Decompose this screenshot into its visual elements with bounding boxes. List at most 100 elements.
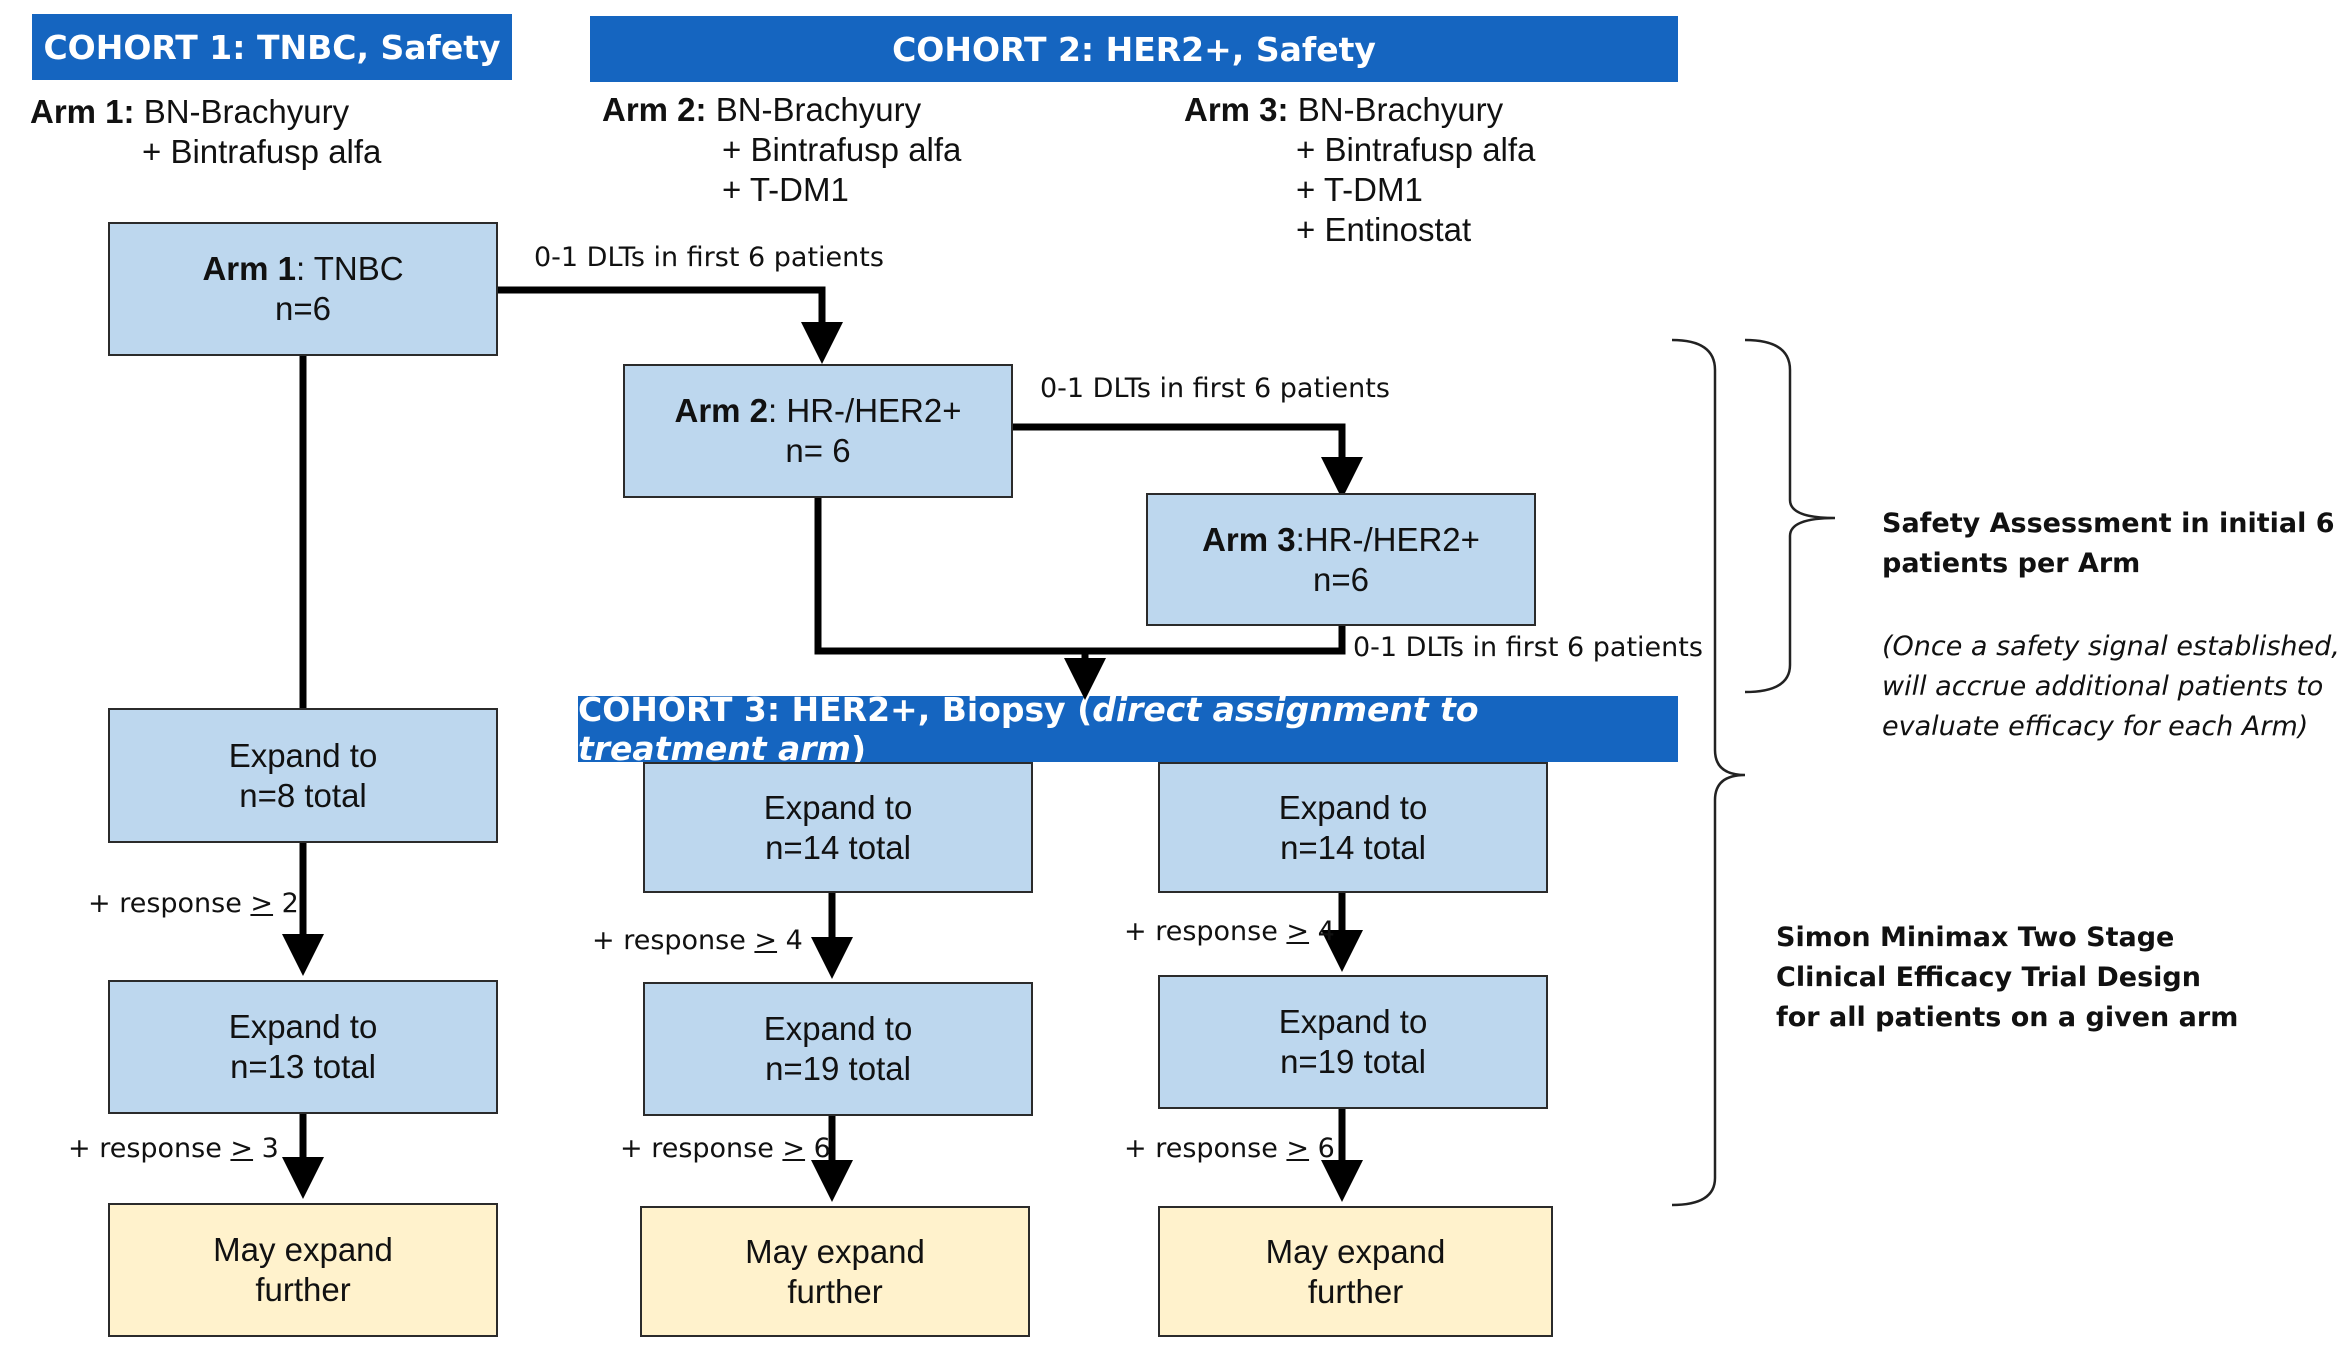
brace-safety [1744,338,1836,694]
response-prefix: + response [592,925,755,956]
a2-further-line2: further [787,1272,883,1310]
response-label-a2-r4: + response > 4 [592,925,803,956]
safety-title-line: patients per Arm [1882,548,2141,579]
a3-further-line1: May expand [1265,1232,1446,1270]
arm2-desc-line: + T-DM1 [722,171,849,208]
a2-expand14-line2: n=14 total [765,828,911,866]
response-value: 6 [805,1133,831,1164]
arm2-box-n: n= 6 [785,432,851,469]
c1-expand8-line1: Expand to [228,736,378,774]
c1-expand13-line1: Expand to [228,1008,378,1045]
response-label-a2-r6: + response > 6 [620,1133,831,1164]
c1-further-box: May expand further [108,1203,498,1337]
arm3-desc-line: BN-Brachyury [1297,91,1504,128]
a2-expand19-box: Expand to n=19 total [643,982,1033,1116]
c1-expand8-line2: n=8 total [239,776,367,814]
a3-expand14-box: Expand to n=14 total [1158,762,1548,893]
cohort2-banner-text: COHORT 2: HER2+, Safety [892,29,1376,69]
cohort3-banner-text: COHORT 3: HER2+, Biopsy (direct assignme… [578,690,1678,768]
dlt-label-arm3-cohort3: 0-1 DLTs in first 6 patients [1353,632,1703,663]
brace-outer [1671,338,1746,1207]
efficacy-line: Simon Minimax Two Stage [1776,922,2175,953]
arm1-box-bold: Arm 1 [202,250,296,287]
arm3-description: Arm 3: BN-Brachyury + Bintrafusp alfa + … [1184,90,1535,250]
response-value: 4 [1309,916,1335,947]
connector-arm1-arm2 [496,286,843,364]
response-value: 2 [273,888,299,919]
arm2-box-bold: Arm 2 [674,392,769,429]
arm1-desc-line: BN-Brachyury [143,93,350,130]
response-operator: > [782,1133,806,1164]
arm3-box: Arm 3:HR-/HER2+ n=6 [1146,493,1536,626]
arm1-box-n: n=6 [275,290,331,327]
cohort2-banner: COHORT 2: HER2+, Safety [590,16,1678,82]
dlt-label-arm1-arm2: 0-1 DLTs in first 6 patients [534,242,884,273]
response-prefix: + response [1124,916,1287,947]
safety-assessment-note: (Once a safety signal established, will … [1882,627,2340,747]
a3-further-box: May expand further [1158,1206,1553,1337]
a2-further-line1: May expand [745,1232,925,1270]
arm1-box: Arm 1: TNBC n=6 [108,222,498,356]
arm3-box-bold: Arm 3 [1202,520,1296,558]
arm2-desc-label: Arm 2: [602,91,707,128]
a2-expand14-box: Expand to n=14 total [643,762,1033,893]
connector-arm2-arm3 [1012,423,1363,499]
c1-further-line2: further [255,1271,351,1308]
efficacy-line: for all patients on a given arm [1776,1002,2239,1033]
response-operator: > [1286,916,1310,947]
cohort1-banner: COHORT 1: TNBC, Safety [32,14,512,80]
c1-expand8-box: Expand to n=8 total [108,708,498,843]
cohort1-banner-text: COHORT 1: TNBC, Safety [43,27,501,67]
response-prefix: + response [1124,1133,1287,1164]
arm2-box-rest: : HR-/HER2+ [768,392,962,429]
safety-note-line: evaluate efficacy for each Arm) [1882,711,2309,742]
response-prefix: + response [68,1133,231,1164]
arm2-desc-line: + Bintrafusp alfa [722,131,962,168]
safety-assessment-title: Safety Assessment in initial 6 patients … [1882,504,2335,584]
response-label-c1-r2: + response > 2 [88,888,299,919]
response-value: 3 [253,1133,279,1164]
a3-expand19-line2: n=19 total [1280,1043,1426,1080]
response-prefix: + response [88,888,251,919]
response-operator: > [1286,1133,1310,1164]
arm3-box-n: n=6 [1313,560,1369,598]
c1-further-line1: May expand [213,1231,393,1268]
a2-further-box: May expand further [640,1206,1030,1337]
response-value: 6 [1309,1133,1335,1164]
a2-expand19-line1: Expand to [763,1010,913,1047]
c1-expand13-box: Expand to n=13 total [108,980,498,1114]
cohort3-banner: COHORT 3: HER2+, Biopsy (direct assignme… [578,690,1678,768]
response-label-a3-r6: + response > 6 [1124,1133,1335,1164]
safety-note-line: will accrue additional patients to [1882,671,2324,702]
response-operator: > [230,1133,254,1164]
response-operator: > [250,888,274,919]
arm2-description: Arm 2: BN-Brachyury + Bintrafusp alfa + … [602,90,961,210]
arm1-desc-label: Arm 1: [30,93,135,130]
a3-expand19-line1: Expand to [1278,1003,1428,1040]
a3-expand19-box: Expand to n=19 total [1158,975,1548,1109]
arm2-box: Arm 2: HR-/HER2+ n= 6 [623,364,1013,498]
efficacy-design-note: Simon Minimax Two Stage Clinical Efficac… [1776,918,2238,1038]
arm3-desc-label: Arm 3: [1184,91,1289,128]
cohort3-suffix: ) [850,729,867,768]
arm1-box-rest: : TNBC [295,250,404,287]
arm3-desc-line: + Bintrafusp alfa [1296,131,1536,168]
response-prefix: + response [620,1133,783,1164]
a2-expand19-line2: n=19 total [765,1050,911,1087]
response-value: 4 [777,925,803,956]
a2-expand14-line1: Expand to [763,788,913,826]
a3-expand14-line1: Expand to [1278,788,1428,826]
arm3-desc-line: + T-DM1 [1296,171,1423,208]
a3-expand14-line2: n=14 total [1280,828,1426,866]
safety-title-line: Safety Assessment in initial 6 [1882,508,2335,539]
cohort3-italic: direct assignment to treatment arm [578,690,1479,768]
response-label-c1-r3: + response > 3 [68,1133,279,1164]
arm1-description: Arm 1: BN-Brachyury + Bintrafusp alfa [30,92,381,172]
connector-arm2-merge [814,498,1346,655]
efficacy-line: Clinical Efficacy Trial Design [1776,962,2201,993]
dlt-label-arm2-arm3: 0-1 DLTs in first 6 patients [1040,373,1390,404]
response-operator: > [754,925,778,956]
a3-further-line2: further [1307,1272,1404,1310]
arm3-desc-line: + Entinostat [1296,211,1472,248]
